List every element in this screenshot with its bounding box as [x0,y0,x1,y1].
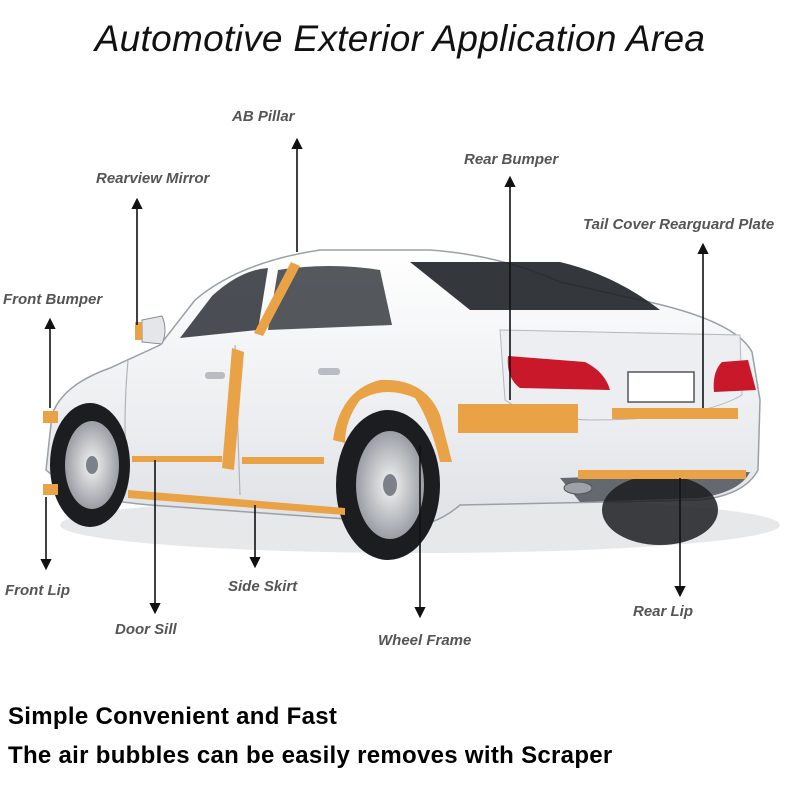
strip-tail-cover [612,408,738,419]
strip-door-sill [132,456,222,462]
strip-rearview-mirror [135,322,142,340]
far-rear-wheel [602,475,718,545]
label-wheel-frame: Wheel Frame [378,632,472,649]
rear-window [410,262,660,310]
door-handle-rear [318,368,340,375]
tail-light-left [507,356,610,390]
door-handle-front [205,372,225,379]
label-rear-bumper: Rear Bumper [464,151,559,168]
footer-line-1: Simple Convenient and Fast [8,703,338,730]
annotation-arrows [40,137,709,619]
label-rearview-mirror: Rearview Mirror [96,170,210,187]
label-ab-pillar: AB Pillar [232,108,295,125]
front-wheel [50,403,130,527]
front-window [180,268,268,338]
footer-line-2: The air bubbles can be easily removes wi… [8,742,613,769]
label-rear-lip: Rear Lip [633,603,694,620]
label-front-bumper: Front Bumper [3,291,103,308]
strip-rear-lip [578,470,746,479]
rear-side-window [268,266,392,330]
application-strips [43,262,746,515]
strip-front-bumper [43,411,58,423]
label-front-lip: Front Lip [5,582,70,599]
label-door-sill: Door Sill [115,621,177,638]
page-title: Automotive Exterior Application Area [94,18,706,59]
label-side-skirt: Side Skirt [228,578,298,595]
rear-wheel [336,410,440,560]
strip-wheel-frame [333,379,452,462]
strip-side-skirt [242,457,324,464]
side-mirror [141,315,166,345]
strip-b-pillar [222,348,244,470]
strip-ab-pillar [254,262,300,336]
strip-front-lip [43,484,58,495]
license-plate [627,371,695,403]
tail-light-right [713,360,756,392]
label-tail-cover: Tail Cover Rearguard Plate [583,216,775,233]
exhaust-pipe [563,481,593,495]
strip-rocker [128,490,345,515]
strip-rear-bumper [458,404,578,433]
